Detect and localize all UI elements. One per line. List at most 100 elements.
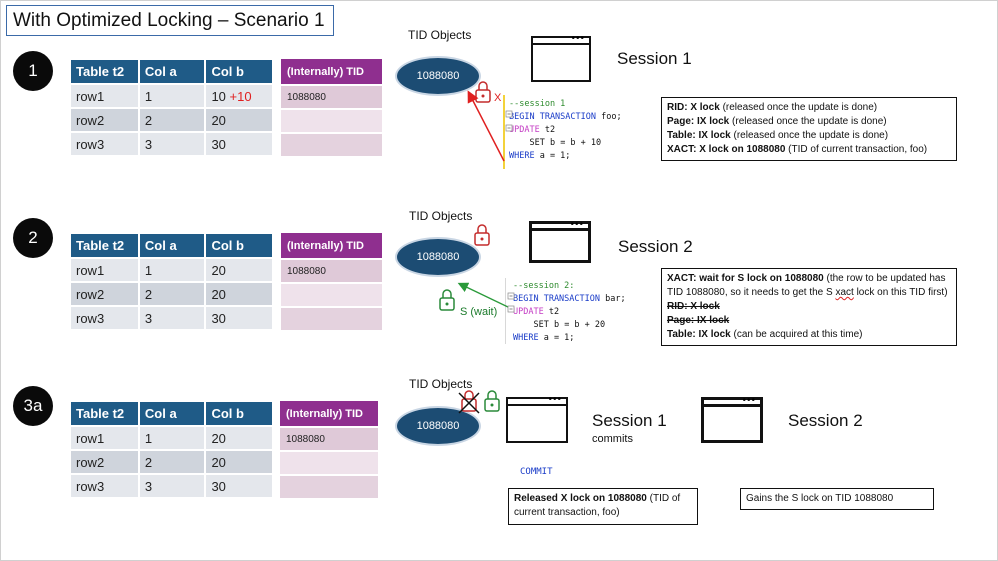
code-margin-line — [503, 95, 505, 169]
cell-b: 30 — [206, 307, 272, 329]
table-row: row2 2 20 — [71, 451, 272, 473]
cell-b: 30 — [206, 133, 272, 155]
tid-cell — [281, 284, 382, 306]
tid-header: (Internally) TID — [280, 401, 378, 426]
cell-b-value: 10 — [211, 88, 226, 104]
s-wait-label: S (wait) — [460, 306, 498, 318]
cell-a: 1 — [139, 259, 205, 281]
cell-a: 1 — [139, 427, 205, 449]
header-col-b: Col b — [206, 402, 272, 425]
slide-title: With Optimized Locking – Scenario 1 — [6, 5, 334, 36]
step-badge-3a: 3a — [13, 386, 53, 426]
cell-a: 3 — [139, 307, 205, 329]
commit-code: COMMIT — [520, 467, 553, 477]
cell-a: 1 — [139, 85, 205, 107]
header-col-a: Col a — [139, 234, 205, 257]
table-row: row3 3 30 — [71, 133, 272, 155]
lock-info-box-step1: RID: X lock (released once the update is… — [661, 97, 957, 161]
tid-table-step3a: (Internally) TID 1088080 — [280, 399, 378, 500]
gains-lock-box: Gains the S lock on TID 1088080 — [740, 488, 934, 510]
tid-header: (Internally) TID — [281, 59, 382, 84]
released-lock-box: Released X lock on 1088080 (TID of curre… — [508, 488, 698, 525]
cell-a: 2 — [139, 451, 205, 473]
tid-cell — [280, 452, 378, 474]
collapse-marker-icon — [507, 292, 515, 313]
cell-b: 10 +10 — [206, 85, 272, 107]
session2-window-icon: ••• — [701, 396, 763, 443]
collapse-marker-icon — [505, 110, 513, 132]
info-line: RID: X lock (released once the update is… — [667, 102, 878, 113]
step-badge-2: 2 — [13, 218, 53, 258]
row-name: row2 — [71, 451, 138, 473]
table-row: row1 1 10 +10 — [71, 85, 272, 107]
info-line: Page: IX lock — [667, 315, 730, 326]
tid-table-step1: (Internally) TID 1088080 — [281, 57, 382, 158]
row-name: row1 — [71, 85, 138, 107]
header-col-b: Col b — [206, 234, 272, 257]
tid-cell — [281, 110, 382, 132]
row-name: row2 — [71, 283, 138, 305]
cell-b: 20 — [206, 451, 272, 473]
tid-objects-label: TID Objects — [408, 28, 472, 42]
table-row: row3 3 30 — [71, 475, 272, 497]
session-window-icon: ••• — [529, 220, 591, 263]
table-row: row2 2 20 — [71, 283, 272, 305]
tid-object-ellipse: 1088080 — [395, 56, 481, 96]
session1-label: Session 1 — [592, 411, 667, 430]
session-label: Session 1 — [617, 49, 692, 68]
tid-cell: 1088080 — [281, 260, 382, 282]
row-name: row1 — [71, 427, 138, 449]
step-badge-1: 1 — [13, 51, 53, 91]
info-line: Table: IX lock (can be acquired at this … — [667, 329, 863, 340]
tid-objects-label: TID Objects — [409, 209, 473, 223]
info-line: XACT: X lock on 1088080 (TID of current … — [667, 144, 928, 155]
header-table: Table t2 — [71, 60, 138, 83]
x-lock-arrow — [467, 90, 505, 162]
session-label: Session 2 — [618, 237, 693, 256]
header-col-a: Col a — [139, 60, 205, 83]
cell-a: 3 — [139, 475, 205, 497]
row-name: row3 — [71, 475, 138, 497]
x-lock-label: X — [494, 92, 502, 104]
tid-object-ellipse: 1088080 — [395, 406, 481, 446]
cell-b: 20 — [206, 427, 272, 449]
tid-table-step2: (Internally) TID 1088080 — [281, 231, 382, 332]
info-line: Table: IX lock (released once the update… — [667, 130, 889, 141]
lock-icon — [474, 224, 490, 246]
info-line: XACT: wait for S lock on 1088080 (the ro… — [667, 273, 948, 298]
row-name: row1 — [71, 259, 138, 281]
cell-b: 20 — [206, 283, 272, 305]
s-wait-arrow — [457, 282, 511, 309]
cell-a: 2 — [139, 109, 205, 131]
lock-info-box-step2: XACT: wait for S lock on 1088080 (the ro… — [661, 268, 957, 346]
cell-a: 3 — [139, 133, 205, 155]
tid-cell — [281, 134, 382, 156]
cell-b-delta: +10 — [229, 88, 252, 104]
released-lock-icon — [458, 390, 480, 414]
cell-a: 2 — [139, 283, 205, 305]
info-line: Page: IX lock (released once the update … — [667, 116, 887, 127]
row-name: row3 — [71, 307, 138, 329]
tid-cell: 1088080 — [280, 428, 378, 450]
cell-b: 20 — [206, 109, 272, 131]
table-row: row1 1 20 — [71, 427, 272, 449]
header-col-b: Col b — [206, 60, 272, 83]
tid-cell — [280, 476, 378, 498]
session2-label: Session 2 — [788, 411, 863, 430]
cell-b: 30 — [206, 475, 272, 497]
session1-code: --session 1 BEGIN TRANSACTION foo; UPDAT… — [509, 99, 622, 161]
header-col-a: Col a — [139, 402, 205, 425]
session-window-icon: ••• — [531, 34, 591, 82]
tid-objects-label: TID Objects — [409, 377, 473, 391]
header-table: Table t2 — [71, 234, 138, 257]
tid-cell: 1088080 — [281, 86, 382, 108]
table-t2-step2: Table t2 Col a Col b row1 1 20 row2 2 20… — [69, 232, 274, 331]
session1-commits-label: commits — [592, 433, 633, 445]
row-name: row2 — [71, 109, 138, 131]
header-table: Table t2 — [71, 402, 138, 425]
table-row: row3 3 30 — [71, 307, 272, 329]
tid-object-ellipse: 1088080 — [395, 237, 481, 277]
green-lock-icon — [484, 390, 500, 412]
